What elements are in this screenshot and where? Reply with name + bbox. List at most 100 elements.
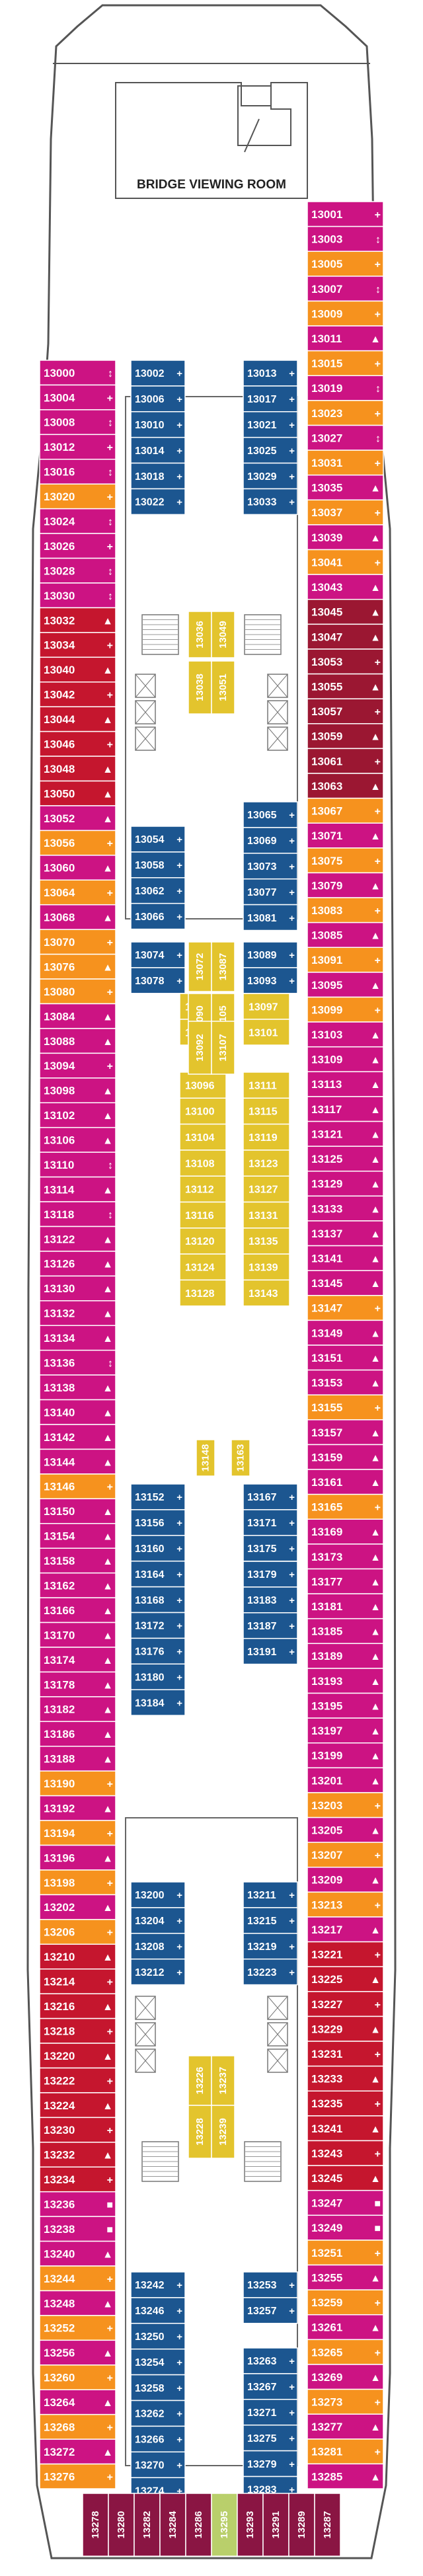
cabin-13145[interactable]: 13145▲ (307, 1270, 384, 1296)
cabin-13193[interactable]: 13193▲ (307, 1668, 384, 1694)
cabin-13291[interactable]: 13291 (262, 2493, 289, 2557)
cabin-13011[interactable]: 13011▲ (307, 325, 384, 352)
cabin-13102[interactable]: 13102▲ (39, 1102, 116, 1128)
cabin-13256[interactable]: 13256▲ (39, 2339, 116, 2366)
cabin-13163[interactable]: 13163 (231, 1439, 250, 1477)
cabin-13279[interactable]: 13279+ (243, 2450, 298, 2478)
cabin-13117[interactable]: 13117▲ (307, 1096, 384, 1122)
cabin-13287[interactable]: 13287 (314, 2493, 341, 2557)
cabin-13227[interactable]: 13227+ (307, 1991, 384, 2017)
cabin-13136[interactable]: 13136↕ (39, 1349, 116, 1376)
cabin-13197[interactable]: 13197▲ (307, 1717, 384, 1744)
cabin-13178[interactable]: 13178▲ (39, 1671, 116, 1698)
cabin-13175[interactable]: 13175+ (243, 1535, 298, 1562)
cabin-13195[interactable]: 13195▲ (307, 1692, 384, 1719)
cabin-13166[interactable]: 13166▲ (39, 1597, 116, 1623)
cabin-13042[interactable]: 13042+ (39, 681, 116, 707)
cabin-13205[interactable]: 13205▲ (307, 1816, 384, 1843)
cabin-13214[interactable]: 13214+ (39, 1968, 116, 1994)
cabin-13275[interactable]: 13275+ (243, 2424, 298, 2452)
cabin-13181[interactable]: 13181▲ (307, 1593, 384, 1620)
cabin-13295[interactable]: 13295 (211, 2493, 238, 2557)
cabin-13115[interactable]: 13115 (243, 1097, 290, 1125)
cabin-13289[interactable]: 13289 (288, 2493, 315, 2557)
cabin-13248[interactable]: 13248▲ (39, 2290, 116, 2316)
cabin-13173[interactable]: 13173▲ (307, 1543, 384, 1570)
cabin-13278[interactable]: 13278 (82, 2493, 109, 2557)
cabin-13202[interactable]: 13202▲ (39, 1894, 116, 1920)
cabin-13049[interactable]: 13049 (211, 611, 235, 658)
cabin-13069[interactable]: 13069+ (243, 827, 298, 854)
cabin-13132[interactable]: 13132▲ (39, 1300, 116, 1326)
cabin-13182[interactable]: 13182▲ (39, 1696, 116, 1723)
cabin-13085[interactable]: 13085▲ (307, 921, 384, 949)
cabin-13101[interactable]: 13101 (243, 1019, 290, 1046)
cabin-13286[interactable]: 13286 (185, 2493, 212, 2557)
cabin-13059[interactable]: 13059▲ (307, 723, 384, 750)
cabin-13230[interactable]: 13230+ (39, 2117, 116, 2143)
cabin-13050[interactable]: 13050▲ (39, 780, 116, 806)
cabin-13138[interactable]: 13138▲ (39, 1374, 116, 1401)
cabin-13192[interactable]: 13192▲ (39, 1795, 116, 1821)
cabin-13009[interactable]: 13009+ (307, 300, 384, 327)
cabin-13154[interactable]: 13154▲ (39, 1523, 116, 1549)
cabin-13116[interactable]: 13116 (179, 1201, 227, 1229)
cabin-13043[interactable]: 13043▲ (307, 574, 384, 600)
cabin-13157[interactable]: 13157▲ (307, 1419, 384, 1446)
cabin-13231[interactable]: 13231+ (307, 2041, 384, 2067)
cabin-13028[interactable]: 13028↕ (39, 557, 116, 584)
cabin-13203[interactable]: 13203+ (307, 1792, 384, 1818)
cabin-13206[interactable]: 13206+ (39, 1919, 116, 1945)
cabin-13211[interactable]: 13211+ (243, 1881, 298, 1908)
cabin-13075[interactable]: 13075+ (307, 847, 384, 874)
cabin-13252[interactable]: 13252+ (39, 2315, 116, 2341)
cabin-13001[interactable]: 13001+ (307, 201, 384, 227)
cabin-13044[interactable]: 13044▲ (39, 706, 116, 732)
cabin-13097[interactable]: 13097 (243, 993, 290, 1020)
cabin-13000[interactable]: 13000↕ (39, 360, 116, 386)
cabin-13129[interactable]: 13129▲ (307, 1170, 384, 1197)
cabin-13156[interactable]: 13156+ (130, 1509, 186, 1536)
cabin-13089[interactable]: 13089+ (243, 941, 298, 968)
cabin-13057[interactable]: 13057+ (307, 698, 384, 724)
cabin-13124[interactable]: 13124 (179, 1253, 227, 1281)
cabin-13131[interactable]: 13131 (243, 1201, 290, 1229)
cabin-13088[interactable]: 13088▲ (39, 1028, 116, 1054)
cabin-13103[interactable]: 13103▲ (307, 1021, 384, 1048)
cabin-13244[interactable]: 13244+ (39, 2265, 116, 2292)
cabin-13111[interactable]: 13111 (243, 1072, 290, 1099)
cabin-13265[interactable]: 13265+ (307, 2339, 384, 2365)
cabin-13169[interactable]: 13169▲ (307, 1518, 384, 1545)
cabin-13040[interactable]: 13040▲ (39, 656, 116, 683)
cabin-13025[interactable]: 13025+ (243, 436, 298, 464)
cabin-13133[interactable]: 13133▲ (307, 1195, 384, 1222)
cabin-13151[interactable]: 13151▲ (307, 1345, 384, 1371)
cabin-13273[interactable]: 13273+ (307, 2388, 384, 2415)
cabin-13002[interactable]: 13002+ (130, 360, 186, 387)
cabin-13241[interactable]: 13241▲ (307, 2115, 384, 2142)
cabin-13037[interactable]: 13037+ (307, 499, 384, 526)
cabin-13272[interactable]: 13272▲ (39, 2439, 116, 2465)
cabin-13062[interactable]: 13062+ (130, 877, 186, 904)
cabin-13261[interactable]: 13261▲ (307, 2314, 384, 2341)
cabin-13112[interactable]: 13112 (179, 1175, 227, 1203)
cabin-13198[interactable]: 13198+ (39, 1869, 116, 1896)
cabin-13185[interactable]: 13185▲ (307, 1618, 384, 1645)
cabin-13284[interactable]: 13284 (159, 2493, 186, 2557)
cabin-13141[interactable]: 13141▲ (307, 1245, 384, 1271)
cabin-13233[interactable]: 13233▲ (307, 2065, 384, 2092)
cabin-13099[interactable]: 13099+ (307, 996, 384, 1023)
cabin-13168[interactable]: 13168+ (130, 1586, 186, 1614)
cabin-13271[interactable]: 13271+ (243, 2399, 298, 2426)
cabin-13281[interactable]: 13281+ (307, 2439, 384, 2465)
cabin-13127[interactable]: 13127 (243, 1175, 290, 1203)
cabin-13220[interactable]: 13220▲ (39, 2043, 116, 2069)
cabin-13268[interactable]: 13268+ (39, 2413, 116, 2440)
cabin-13217[interactable]: 13217▲ (307, 1916, 384, 1943)
cabin-13093[interactable]: 13093+ (243, 967, 298, 994)
cabin-13118[interactable]: 13118↕ (39, 1201, 116, 1228)
cabin-13039[interactable]: 13039▲ (307, 524, 384, 551)
cabin-13081[interactable]: 13081+ (243, 904, 298, 931)
cabin-13006[interactable]: 13006+ (130, 385, 186, 412)
cabin-13110[interactable]: 13110↕ (39, 1151, 116, 1178)
